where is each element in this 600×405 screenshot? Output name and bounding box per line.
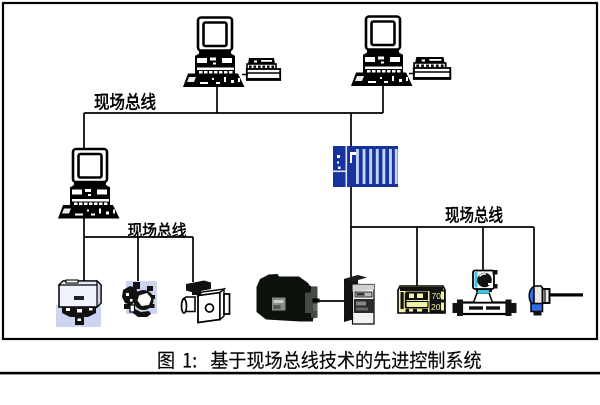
svg-text:20: 20: [431, 302, 441, 312]
svg-text:70: 70: [432, 291, 442, 301]
